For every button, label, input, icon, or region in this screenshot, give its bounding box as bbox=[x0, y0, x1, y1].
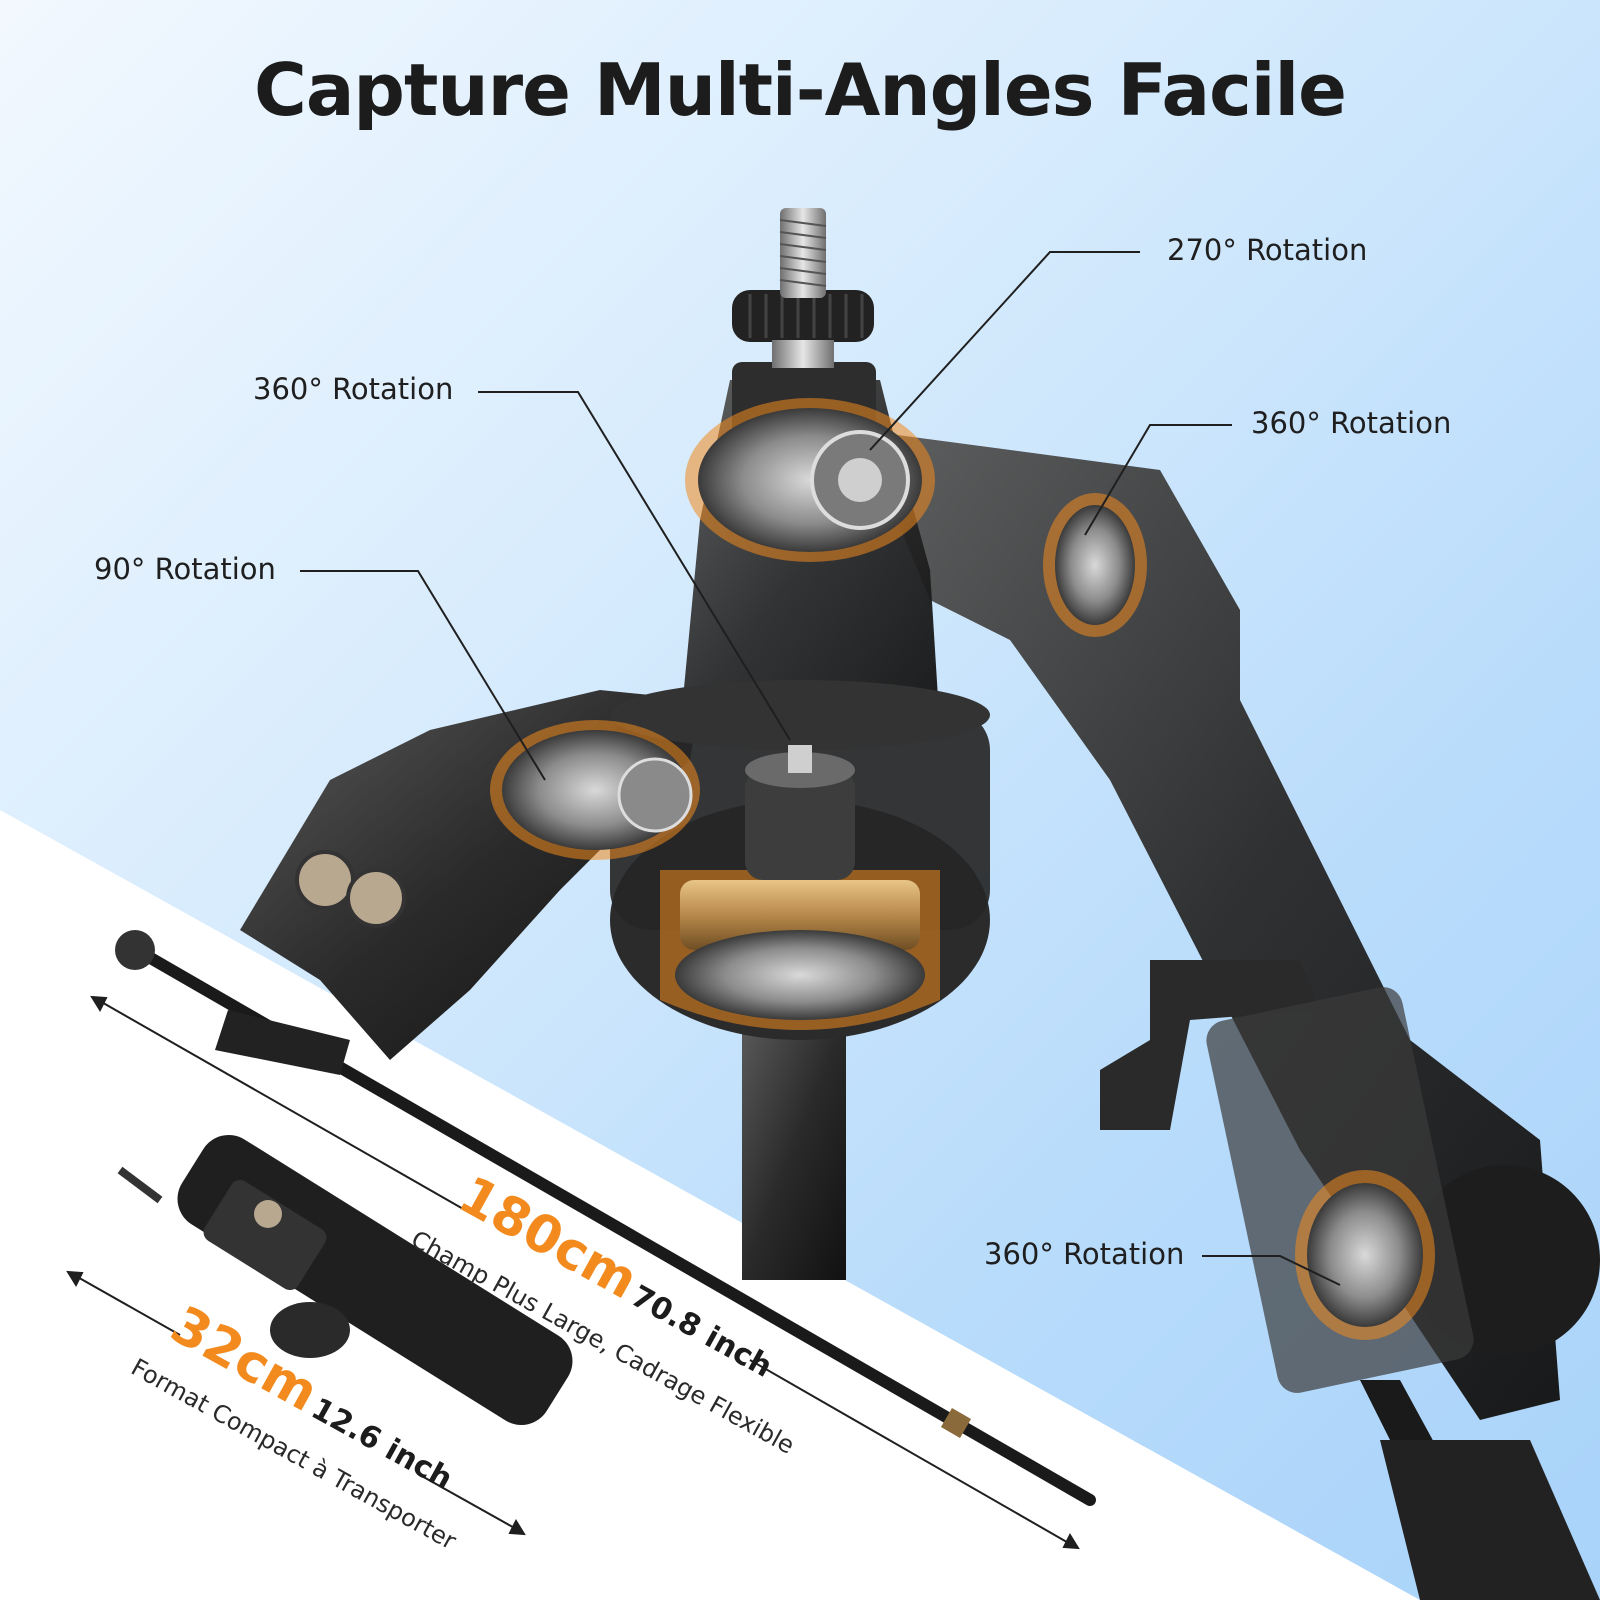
gear-right bbox=[1043, 493, 1147, 637]
gear-left bbox=[490, 720, 700, 860]
callout-90-rotation: 90° Rotation bbox=[94, 552, 276, 586]
screw-threads bbox=[779, 219, 827, 287]
page-title: Capture Multi-Angles Facile bbox=[254, 48, 1347, 132]
main-pole bbox=[742, 1020, 846, 1280]
right-foot bbox=[1380, 1440, 1600, 1600]
leader-lines bbox=[300, 251, 1341, 1286]
gear-lower-right bbox=[1295, 1170, 1435, 1340]
measure-arrow-extended bbox=[90, 995, 1080, 1550]
remote-button-shutter bbox=[346, 868, 406, 928]
callout-360-rotation-right: 360° Rotation bbox=[1251, 406, 1452, 440]
callout-360-rotation-left: 360° Rotation bbox=[253, 372, 454, 406]
knurl-lines bbox=[748, 294, 864, 338]
gear-upper bbox=[685, 398, 935, 562]
callout-270-rotation: 270° Rotation bbox=[1167, 233, 1368, 267]
screw-collar bbox=[772, 340, 834, 368]
compact-stick bbox=[117, 1135, 573, 1425]
bearing-center bbox=[660, 745, 940, 1030]
measure-arrow-compact bbox=[66, 1270, 526, 1536]
remote-button-power bbox=[295, 850, 355, 910]
phone-clamp bbox=[1100, 960, 1320, 1130]
screw bbox=[780, 208, 826, 298]
hub-top bbox=[610, 680, 990, 750]
extended-stick bbox=[115, 930, 1096, 1506]
callout-360-rotation-bottom: 360° Rotation bbox=[984, 1237, 1185, 1271]
